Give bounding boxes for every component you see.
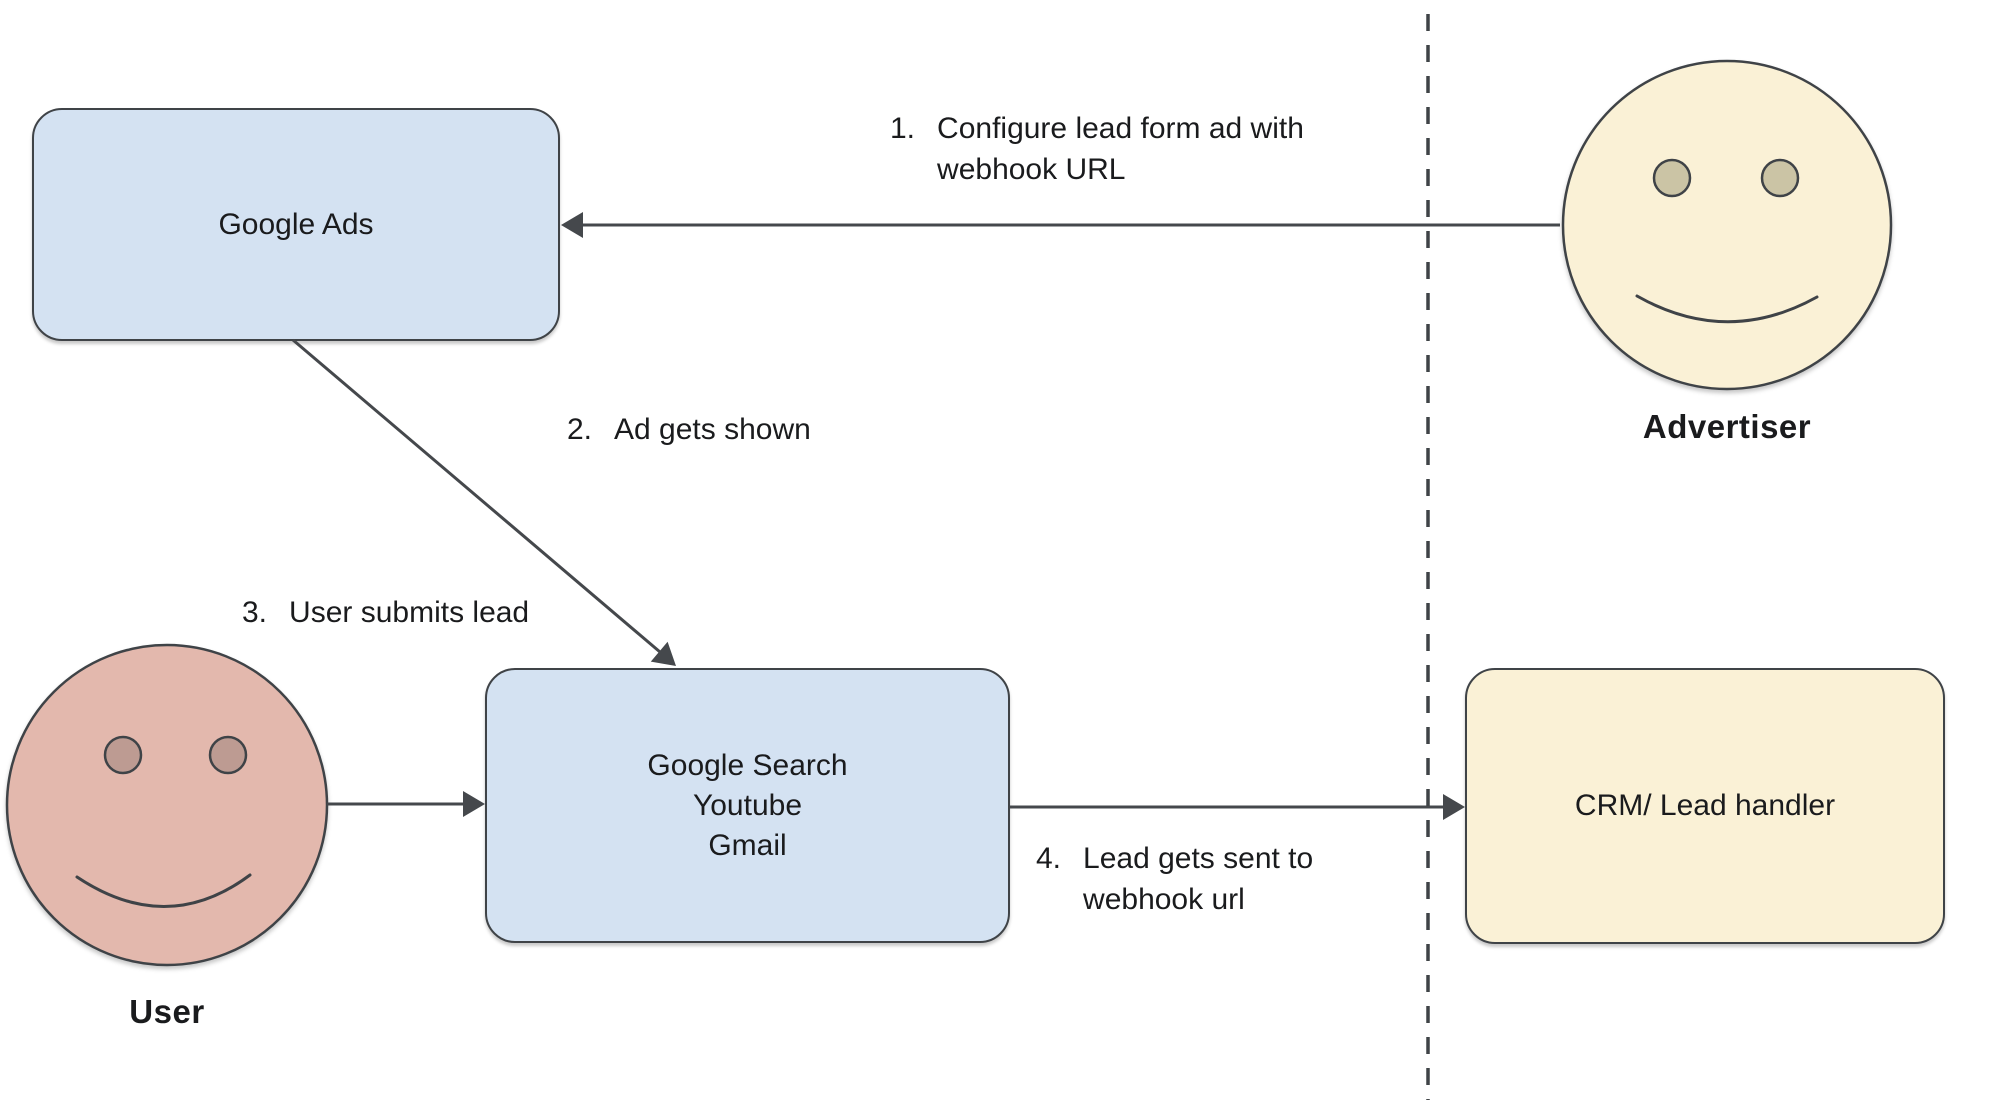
advertiser-smile-icon [1635,294,1819,324]
step-1-text-line-2: webhook URL [937,153,1126,186]
step-3-number: 3. [242,596,268,629]
user-left-eye-icon [103,735,143,775]
advertiser-right-eye-icon [1760,158,1800,198]
step-2-label: 2. Ad gets shown [567,409,811,450]
node-google-ads-label: Google Ads [218,207,374,241]
user-head [5,643,329,967]
node-google-search-line-3: Gmail [708,828,787,862]
node-google-search-line-2: Youtube [692,788,802,822]
arrowhead-left-icon [561,212,583,238]
arrow-advertiser-to-google-ads [561,212,1560,238]
arrowhead-right-icon [1443,794,1465,820]
step-4-number: 4. [1036,842,1062,875]
advertiser-label: Advertiser [1642,408,1812,445]
arrow-user-to-google-search [327,791,485,817]
step-1-number: 1. [890,112,916,145]
user-face-icon [5,643,329,967]
advertiser-left-eye-icon [1652,158,1692,198]
node-google-search-line-1: Google Search [647,748,848,782]
arrowhead-right-icon [463,791,485,817]
step-2-number: 2. [567,413,593,446]
step-4-text-line-1: Lead gets sent to [1083,842,1314,875]
arrow-google-search-to-crm [1010,794,1465,820]
step-4-label: 4. Lead gets sent to webhook url [1036,838,1313,920]
node-google-search: Google Search Youtube Gmail [485,668,1010,943]
step-2-text-line-1: Ad gets shown [614,413,811,446]
step-3-text-line-1: User submits lead [289,596,530,629]
step-1-text-line-1: Configure lead form ad with [937,112,1304,145]
step-4-text-line-2: webhook url [1083,883,1245,916]
advertiser-head [1561,59,1893,391]
node-google-search-label: Google Search Youtube Gmail [647,746,847,866]
user-smile-icon [75,873,252,908]
node-crm-label: CRM/ Lead handler [1574,789,1836,822]
user-right-eye-icon [208,735,248,775]
step-3-label: 3. User submits lead [242,592,529,633]
node-google-ads: Google Ads [32,108,560,341]
step-1-label: 1. Configure lead form ad with webhook U… [890,108,1304,190]
arrowhead-down-right-icon [650,641,676,666]
node-crm: CRM/ Lead handler [1465,668,1945,944]
advertiser-face-icon [1561,59,1893,391]
user-label: User [129,993,205,1030]
